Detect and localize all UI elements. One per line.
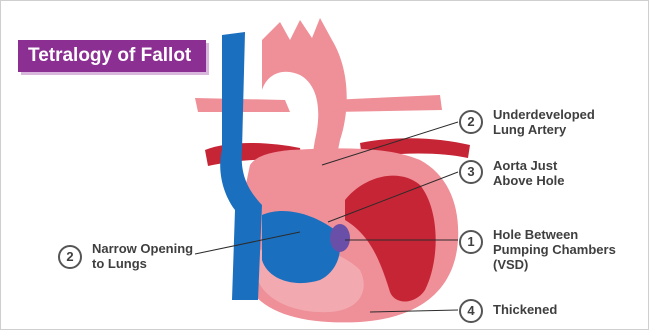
vsd-hole: [330, 224, 350, 252]
number-badge: 1: [459, 230, 483, 254]
label-vsd: Hole Between Pumping Chambers (VSD): [493, 227, 616, 272]
label-line: Hole Between: [493, 227, 616, 242]
label-underdeveloped-lung-artery: Underdeveloped Lung Artery: [493, 107, 595, 137]
label-line: Narrow Opening: [92, 241, 193, 256]
label-line: Underdeveloped: [493, 107, 595, 122]
label-aorta-above-hole: Aorta Just Above Hole: [493, 158, 565, 188]
label-line: Pumping Chambers: [493, 242, 616, 257]
label-line: Thickened: [493, 302, 557, 317]
label-line: Lung Artery: [493, 122, 595, 137]
number-badge: 3: [459, 160, 483, 184]
title-badge: Tetralogy of Fallot: [18, 40, 206, 72]
number-badge: 2: [58, 245, 82, 269]
label-line: Above Hole: [493, 173, 565, 188]
label-line: (VSD): [493, 257, 616, 272]
label-thickened: Thickened: [493, 302, 557, 317]
label-line: to Lungs: [92, 256, 193, 271]
label-narrow-opening: Narrow Opening to Lungs: [92, 241, 193, 271]
number-badge: 2: [459, 110, 483, 134]
label-line: Aorta Just: [493, 158, 565, 173]
number-badge: 4: [459, 299, 483, 323]
